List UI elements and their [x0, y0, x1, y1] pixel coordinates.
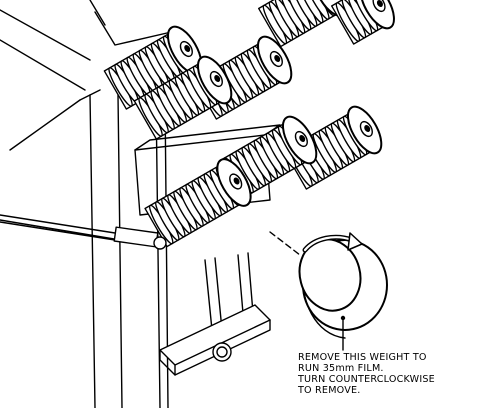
- roller-group: [103, 0, 395, 248]
- roller: [283, 105, 383, 190]
- roller: [103, 25, 203, 110]
- caption-line-2: RUN 35mm FILM.: [298, 363, 384, 374]
- drive-rod: [0, 214, 167, 250]
- caption-line-4: TO REMOVE.: [298, 385, 361, 396]
- roller: [144, 158, 252, 248]
- roller: [133, 55, 233, 140]
- caption-line-1: REMOVE THIS WEIGHT TO: [298, 352, 427, 363]
- caption-line-3: TURN COUNTERCLOCKWISE: [298, 374, 435, 385]
- removal-instruction-caption: REMOVE THIS WEIGHT TO RUN 35mm FILM. TUR…: [298, 352, 480, 396]
- leader-line: [269, 231, 344, 351]
- roller: [330, 0, 395, 45]
- counterclockwise-arrow-icon: [302, 232, 363, 253]
- lower-bracket: [159, 252, 271, 376]
